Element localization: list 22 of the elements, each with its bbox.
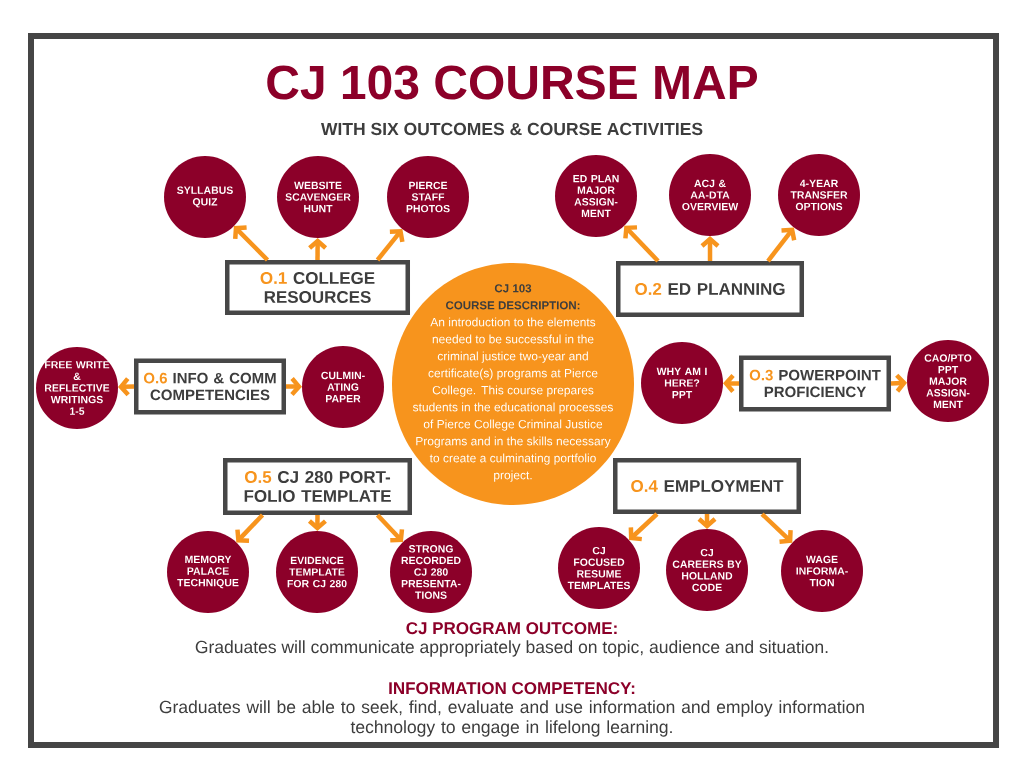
subtitle: WITH SIX OUTCOMES & COURSE ACTIVITIES xyxy=(320,122,703,136)
outcome-box: O.3 POWERPOINT PROFICIENCY xyxy=(739,355,891,412)
outcome-box: O.6 INFO & COMM COMPETENCIES xyxy=(134,358,286,415)
section-heading: CJ PROGRAM OUTCOME: xyxy=(406,622,617,635)
arrow xyxy=(375,513,405,543)
section-heading: INFORMATION COMPETENCY: xyxy=(389,682,635,695)
arrow xyxy=(375,229,405,262)
arrow xyxy=(700,236,720,261)
arrow xyxy=(628,512,659,542)
arrow xyxy=(308,238,328,261)
arrow xyxy=(766,227,797,263)
arrow xyxy=(760,512,793,544)
arrow xyxy=(235,513,265,543)
arrow xyxy=(623,225,660,263)
body-text: Graduates will communicate appropriately based on topic, audience and situation. xyxy=(195,640,828,657)
title: CJ 103 COURSE MAP xyxy=(267,65,757,100)
outcome-box: O.2 ED PLANNING xyxy=(616,261,804,317)
outcome-box: O.5 CJ 280 PORT- FOLIO TEMPLATE xyxy=(223,458,412,515)
outcome-box: O.4 EMPLOYMENT xyxy=(613,458,801,514)
arrow xyxy=(233,225,270,262)
outcome-box: O.1 COLLEGE RESOURCES xyxy=(225,260,410,315)
body-text: Graduates will be able to seek, find, evaluate and use information and employ information technology to engage in lifelong learning. xyxy=(159,700,864,737)
